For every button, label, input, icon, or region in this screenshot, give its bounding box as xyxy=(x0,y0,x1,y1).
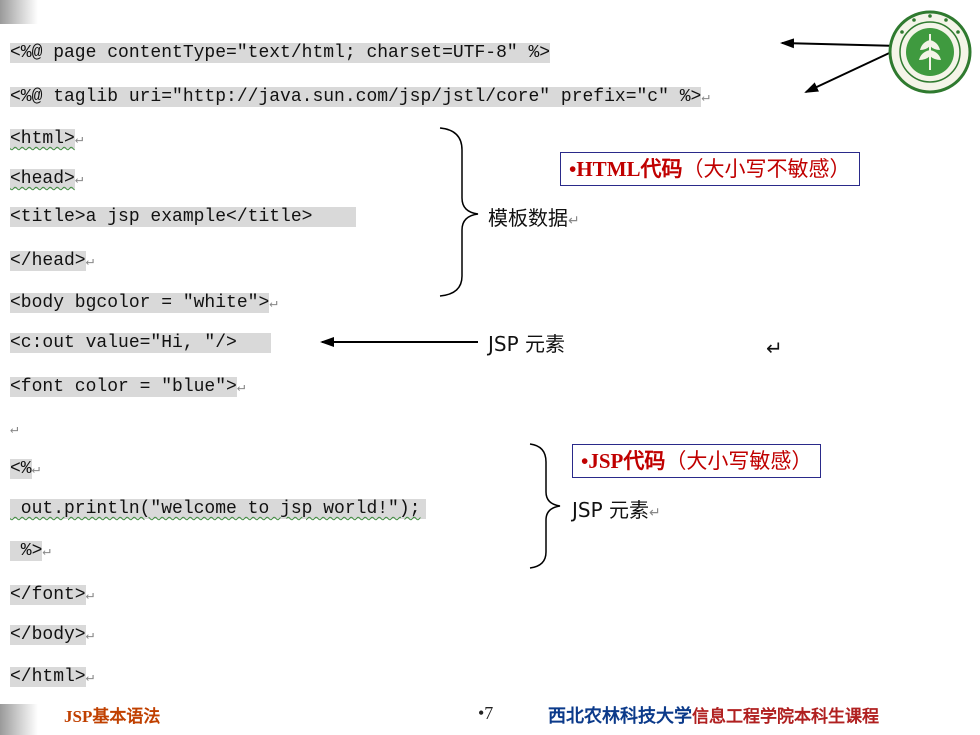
brace-jsp-element xyxy=(529,443,561,569)
code-text: <font color = "blue"> xyxy=(10,377,237,397)
code-text: <html> xyxy=(10,129,75,149)
label-template-data: 模板数据↵ xyxy=(488,202,580,231)
code-line-2: <%@ taglib uri="http://java.sun.com/jsp/… xyxy=(10,82,710,112)
corner-decoration xyxy=(0,0,38,24)
code-line-9: <font color = "blue">↵ xyxy=(10,372,245,402)
jsp-case-note: •JSP代码（大小写敏感） xyxy=(572,444,822,478)
code-text: %> xyxy=(10,541,43,561)
return-mark: ↵ xyxy=(31,462,41,478)
return-mark: ↵ xyxy=(74,132,84,148)
code-line-15: </body>↵ xyxy=(10,620,94,650)
university-seal-icon xyxy=(888,10,972,94)
return-mark: ↵ xyxy=(649,505,661,521)
code-text: </font> xyxy=(10,585,86,605)
code-line-3: <html>↵ xyxy=(10,124,83,154)
code-line-7: <body bgcolor = "white">↵ xyxy=(10,288,278,318)
footer-institution: 西北农林科技大学信息工程学院本科生课程 xyxy=(548,702,879,728)
return-mark: ↵ xyxy=(85,254,95,270)
code-text: <title>a jsp example</title> xyxy=(10,207,357,227)
code-text: <% xyxy=(10,459,32,479)
code-line-12: out.println("welcome to jsp world!"); xyxy=(10,494,427,524)
footer-section-title: JSP基本语法 xyxy=(64,707,161,726)
return-mark: ↵ xyxy=(10,422,19,438)
footer-corner-decoration xyxy=(0,704,38,735)
return-mark: ↵ xyxy=(74,172,84,188)
code-line-8: <c:out value="Hi, "/> xyxy=(10,328,271,358)
course-name: 信息工程学院本科生课程 xyxy=(692,707,879,726)
code-text: <head> xyxy=(10,169,75,189)
stray-return-mark: ↵ xyxy=(766,336,783,360)
return-mark: ↵ xyxy=(568,213,580,229)
code-text: <%@ taglib uri="http://java.sun.com/jsp/… xyxy=(10,87,702,107)
code-text: </head> xyxy=(10,251,86,271)
return-mark: ↵ xyxy=(701,90,710,106)
code-line-1: <%@ page contentType="text/html; charset… xyxy=(10,38,551,68)
arrow-to-taglib-directive xyxy=(804,47,901,93)
code-text: <c:out value="Hi, "/> xyxy=(10,333,271,353)
university-name: 西北农林科技大学 xyxy=(548,706,692,727)
code-line-10: ↵ xyxy=(10,414,18,444)
code-text: out.println("welcome to jsp world!"); xyxy=(10,499,427,519)
return-mark: ↵ xyxy=(236,380,246,396)
code-text: </html> xyxy=(10,667,86,687)
note-lead: •JSP代码 xyxy=(581,449,666,473)
html-case-note: •HTML代码（大小写不敏感） xyxy=(560,152,860,186)
code-line-4: <head>↵ xyxy=(10,164,83,194)
return-mark: ↵ xyxy=(269,296,278,312)
return-mark: ↵ xyxy=(85,588,95,604)
code-line-13: %>↵ xyxy=(10,536,51,566)
label-text: 模板数据 xyxy=(488,206,568,230)
code-text: <body bgcolor = "white"> xyxy=(10,293,270,313)
note-sub: （大小写敏感） xyxy=(665,449,813,473)
code-line-16: </html>↵ xyxy=(10,662,94,692)
return-mark: ↵ xyxy=(85,628,95,644)
code-line-6: </head>↵ xyxy=(10,246,94,276)
note-sub: （大小写不敏感） xyxy=(682,157,851,181)
label-text: JSP 元素 xyxy=(572,498,650,522)
label-jsp-element-2: JSP 元素↵ xyxy=(572,494,661,523)
code-line-11: <%↵ xyxy=(10,454,40,484)
code-line-5: <title>a jsp example</title> xyxy=(10,202,357,232)
page-number: •7 xyxy=(478,703,494,723)
note-lead: •HTML代码 xyxy=(569,157,683,181)
return-mark: ↵ xyxy=(85,670,95,686)
label-jsp-element-1: JSP 元素 xyxy=(488,332,566,356)
return-mark: ↵ xyxy=(42,544,51,560)
arrow-to-page-directive xyxy=(780,38,901,49)
code-text: <%@ page contentType="text/html; charset… xyxy=(10,43,551,63)
brace-template-data xyxy=(439,127,479,297)
code-text: </body> xyxy=(10,625,86,645)
code-line-14: </font>↵ xyxy=(10,580,94,610)
